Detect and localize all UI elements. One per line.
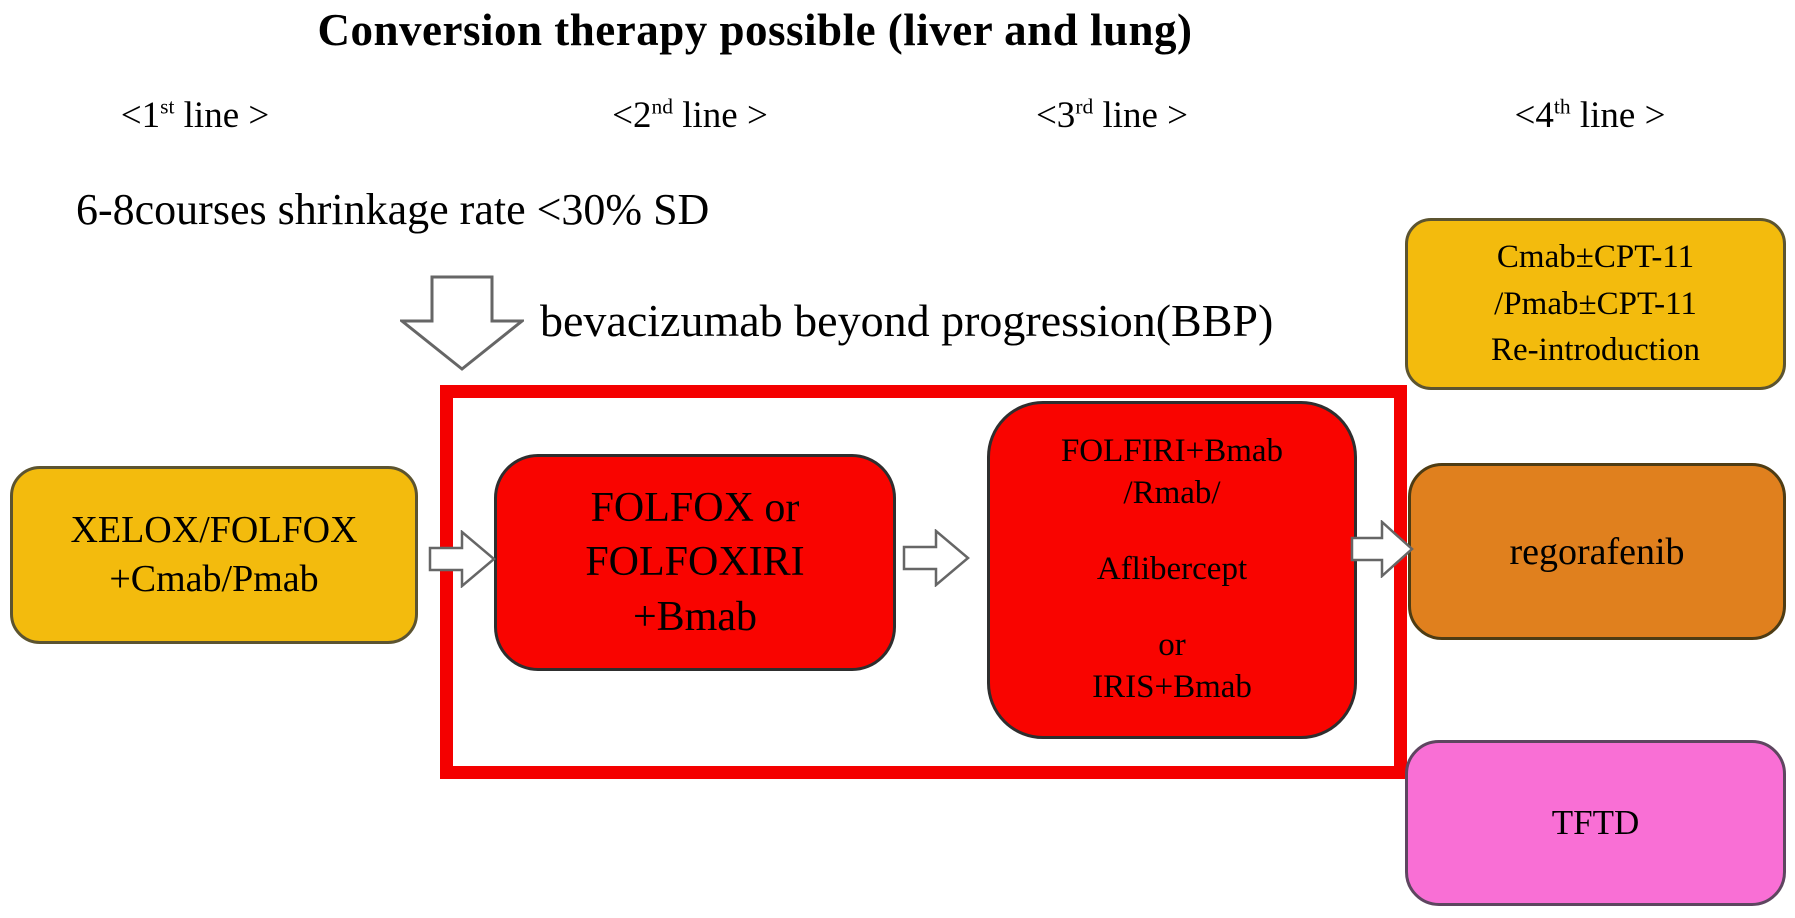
box-text-line: TFTD bbox=[1551, 803, 1640, 842]
box-text-line: +Cmab/Pmab bbox=[109, 558, 319, 600]
box-text-line: FOLFIRI+Bmab bbox=[1060, 433, 1284, 470]
line-header-1st: <1st line > bbox=[60, 94, 330, 137]
line-header-3rd-close: line > bbox=[1093, 95, 1189, 136]
line-header-1st-close: line > bbox=[174, 95, 270, 136]
line-header-4th-open: <4 bbox=[1514, 95, 1554, 136]
line-header-4th: <4th line > bbox=[1455, 94, 1725, 137]
box-third-line-regimen: FOLFIRI+Bmab /Rmab/ Aflibercept or IRIS+… bbox=[987, 401, 1357, 739]
line-header-3rd-ordinal: rd bbox=[1075, 94, 1094, 119]
box-text-line: or bbox=[1158, 626, 1186, 663]
box-first-line-regimen: XELOX/FOLFOX +Cmab/Pmab bbox=[10, 466, 418, 644]
right-arrow-icon bbox=[1350, 520, 1414, 578]
box-fourth-line-reintroduction: Cmab±CPT-11 /Pmab±CPT-11 Re-introduction bbox=[1405, 218, 1786, 390]
box-text-line: IRIS+Bmab bbox=[1092, 668, 1252, 705]
line-header-4th-close: line > bbox=[1570, 95, 1666, 136]
line-header-3rd: <3rd line > bbox=[977, 94, 1247, 137]
line-header-1st-open: <1 bbox=[120, 95, 161, 136]
box-text-line: XELOX/FOLFOX bbox=[70, 508, 358, 551]
box-text-line: /Rmab/ bbox=[1123, 475, 1221, 512]
line-header-1st-ordinal: st bbox=[160, 94, 175, 119]
bbp-highlight-rect bbox=[440, 385, 1407, 779]
line-header-3rd-open: <3 bbox=[1035, 95, 1076, 136]
box-text-line: +Bmab bbox=[632, 593, 757, 640]
line-header-2nd-close: line > bbox=[672, 95, 768, 136]
box-fourth-line-regorafenib: regorafenib bbox=[1408, 463, 1786, 640]
down-arrow-icon bbox=[400, 275, 524, 371]
box-second-line-regimen: FOLFOX or FOLFOXIRI +Bmab bbox=[494, 454, 896, 671]
bbp-note: bevacizumab beyond progression(BBP) bbox=[540, 295, 1274, 346]
box-text-line: Aflibercept bbox=[1096, 551, 1248, 588]
box-text-line: Cmab±CPT-11 bbox=[1496, 238, 1695, 275]
right-arrow-icon bbox=[428, 530, 496, 588]
box-text-line: /Pmab±CPT-11 bbox=[1494, 285, 1697, 322]
right-arrow-icon bbox=[902, 529, 970, 587]
line-header-4th-ordinal: th bbox=[1553, 94, 1571, 119]
line-header-2nd-ordinal: nd bbox=[651, 94, 673, 119]
line-header-2nd: <2nd line > bbox=[555, 94, 825, 137]
shrinkage-rate-note: 6-8courses shrinkage rate <30% SD bbox=[76, 185, 710, 234]
box-fourth-line-tftd: TFTD bbox=[1405, 740, 1786, 906]
box-text-line: FOLFOX or bbox=[590, 484, 800, 531]
box-text-line: regorafenib bbox=[1509, 530, 1685, 573]
box-text-line: FOLFOXIRI bbox=[585, 539, 805, 586]
diagram-title: Conversion therapy possible (liver and l… bbox=[317, 5, 1193, 55]
box-text-line: Re-introduction bbox=[1491, 332, 1700, 369]
line-header-2nd-open: <2 bbox=[612, 95, 652, 136]
